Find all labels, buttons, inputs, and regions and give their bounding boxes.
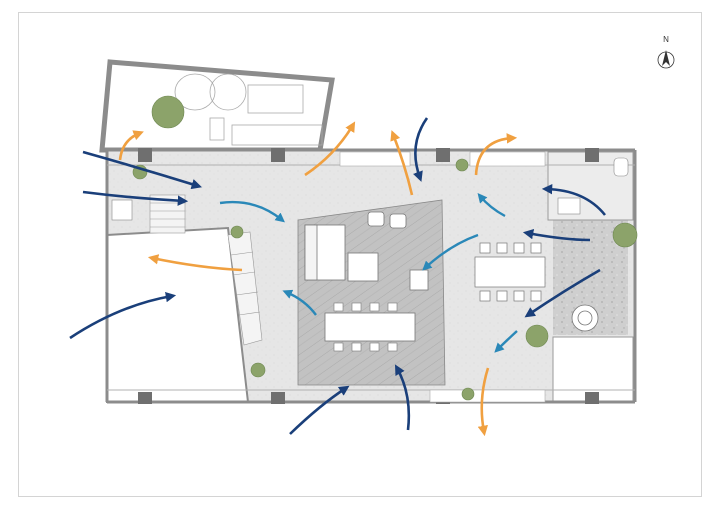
dining-chairs: [333, 302, 398, 352]
airflow-arrow: [541, 183, 607, 216]
airflow-arrow: [82, 190, 189, 206]
airflow-arrow: [69, 291, 177, 340]
airflow-arrow: [289, 385, 350, 435]
airflow-arrow: [412, 117, 429, 182]
outer-walls: [105, 148, 637, 404]
airflow-arrow: [390, 130, 414, 196]
bathroom-fixtures: [111, 157, 629, 221]
airflow-arrow: [494, 330, 518, 353]
airflow-arrow: [522, 229, 591, 242]
airflow-arrow: [82, 150, 202, 190]
round-table: [571, 304, 599, 332]
drawing-frame: [18, 12, 702, 497]
meeting-table: [474, 242, 546, 302]
airflow-arrow: [474, 133, 518, 176]
airflow-light-blue: [219, 193, 518, 353]
airflow-arrow: [118, 130, 144, 161]
airflow-arrow: [477, 367, 490, 437]
airflow-arrow: [304, 121, 356, 177]
airflow-arrow: [422, 233, 479, 271]
annex-room: [99, 59, 335, 153]
airflow-dark-blue: [69, 117, 607, 435]
airflow-arrow: [219, 200, 285, 223]
airflow-arrow: [394, 364, 411, 431]
airflow-arrow: [524, 268, 601, 318]
airflow-orange: [118, 121, 518, 437]
airflow-arrow: [282, 289, 317, 316]
airflow-arrow: [147, 254, 243, 272]
top-cabinets: [339, 151, 546, 403]
plants: [132, 95, 638, 401]
lounge-furniture: [304, 211, 429, 342]
north-label: N: [663, 35, 669, 44]
north-arrow-icon: [657, 50, 675, 69]
airflow-arrow: [477, 193, 506, 218]
